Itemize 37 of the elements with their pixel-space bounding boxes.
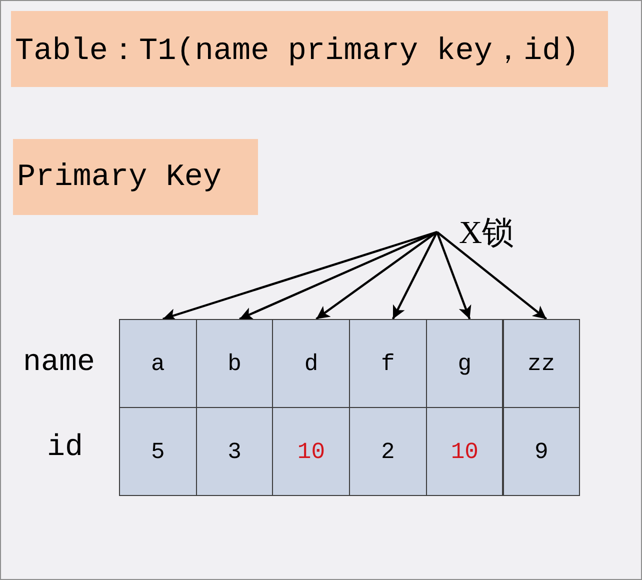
title-text: Table：T1(name primary key，id): [15, 33, 580, 70]
cell-value: 5: [150, 438, 165, 464]
arrow: [316, 231, 438, 320]
table-cell: [272, 319, 350, 408]
heading-text: Primary Key: [17, 160, 222, 194]
table-cell: [119, 319, 197, 408]
arrow: [162, 230, 438, 322]
cell-value: 3: [228, 438, 242, 464]
row-header: id: [47, 430, 84, 466]
cell-value: zz: [528, 350, 556, 376]
title-banner: [11, 11, 608, 87]
table-cell: [196, 407, 274, 496]
table-cell: [502, 319, 580, 408]
cell-value: g: [458, 350, 472, 376]
cell-value: 10: [450, 438, 478, 464]
table-cell: [349, 407, 427, 496]
cell-value: b: [228, 350, 242, 376]
cell-value: 2: [381, 438, 395, 464]
table-cell: [426, 407, 504, 496]
arrow: [392, 232, 438, 320]
cell-value: 9: [534, 438, 548, 464]
cell-value: 10: [297, 438, 326, 464]
table-cell: [426, 319, 504, 408]
table-cell: [196, 319, 274, 408]
cell-value: f: [381, 350, 395, 376]
heading-banner: [13, 139, 258, 215]
table-cell: [272, 407, 350, 496]
arrow: [239, 231, 438, 320]
lock-label: X锁: [437, 213, 521, 251]
cell-value: a: [150, 350, 165, 376]
arrow: [436, 231, 548, 320]
row-header: name: [23, 345, 96, 381]
table-cell: [349, 319, 427, 408]
table-cell: [119, 407, 197, 496]
arrow: [436, 232, 472, 320]
table-cell: [502, 407, 580, 496]
cell-value: d: [304, 350, 318, 376]
